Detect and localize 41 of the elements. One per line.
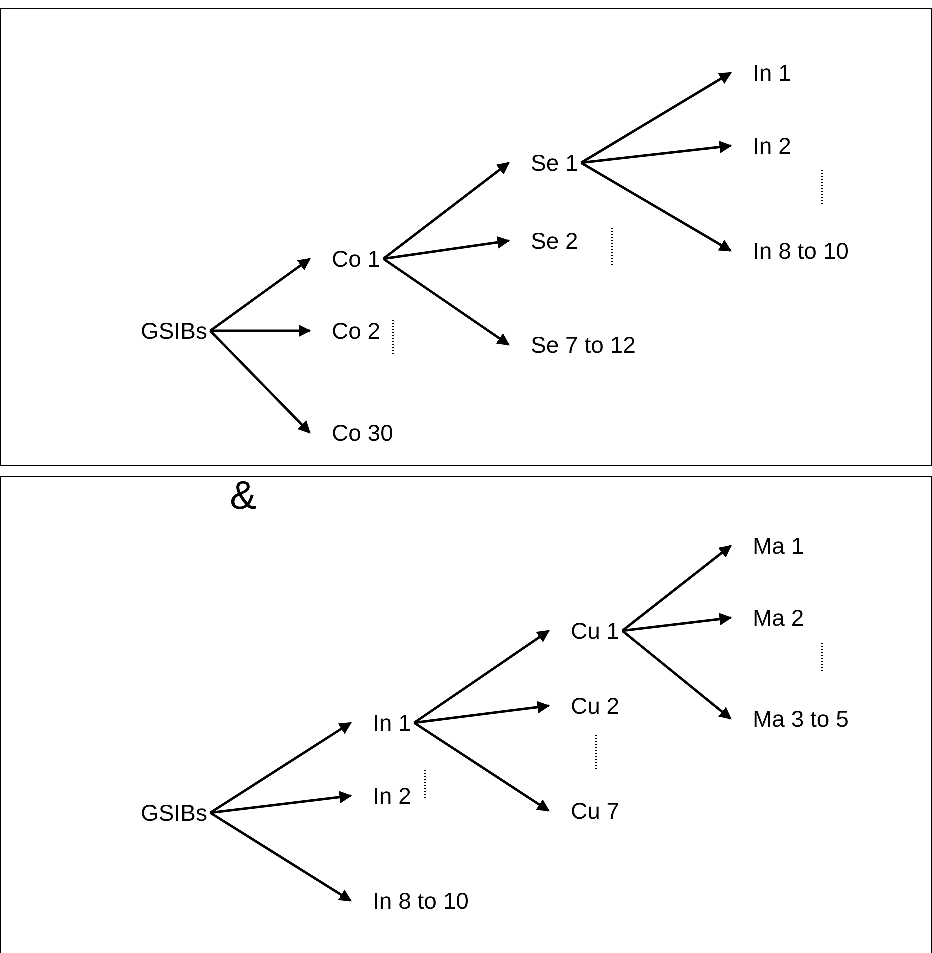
node-label: Co 1 xyxy=(332,245,381,273)
node-label: Se 7 to 12 xyxy=(531,331,636,359)
node-label: In 2 xyxy=(373,782,412,810)
arrow xyxy=(210,258,312,332)
arrow xyxy=(622,630,732,720)
arrow xyxy=(622,613,732,632)
arrow xyxy=(210,324,312,338)
node-label: Cu 2 xyxy=(571,692,620,720)
node-label: In 1 xyxy=(753,59,792,87)
arrow xyxy=(580,162,732,252)
node-label: Co 2 xyxy=(332,317,381,345)
node-label: GSIBs xyxy=(141,799,208,827)
arrow xyxy=(580,72,732,164)
arrow xyxy=(383,236,510,260)
arrow xyxy=(581,141,732,164)
arrow xyxy=(622,545,732,632)
node-label: In 1 xyxy=(373,709,412,737)
node-label: Ma 3 to 5 xyxy=(753,705,849,733)
node-label: Co 30 xyxy=(332,419,394,447)
arrow xyxy=(414,722,550,812)
arrow xyxy=(414,630,550,724)
node-label: Ma 2 xyxy=(753,604,804,632)
arrow xyxy=(210,722,352,814)
node-label: Cu 7 xyxy=(571,797,620,825)
node-label: In 8 to 10 xyxy=(373,887,469,915)
node-label: In 8 to 10 xyxy=(753,237,849,265)
arrow xyxy=(210,791,352,814)
node-label: In 2 xyxy=(753,132,792,160)
arrow xyxy=(210,330,311,434)
node-label: GSIBs xyxy=(141,317,208,345)
panel-frame xyxy=(0,476,932,953)
ampersand-label: & xyxy=(230,474,257,518)
node-label: Cu 1 xyxy=(571,617,620,645)
arrow xyxy=(382,258,510,346)
node-label: Se 1 xyxy=(531,149,578,177)
arrow xyxy=(210,812,352,902)
arrow xyxy=(382,162,510,260)
node-label: Se 2 xyxy=(531,227,578,255)
node-label: Ma 1 xyxy=(753,532,804,560)
arrow xyxy=(414,701,550,724)
panel-frame xyxy=(0,8,932,466)
